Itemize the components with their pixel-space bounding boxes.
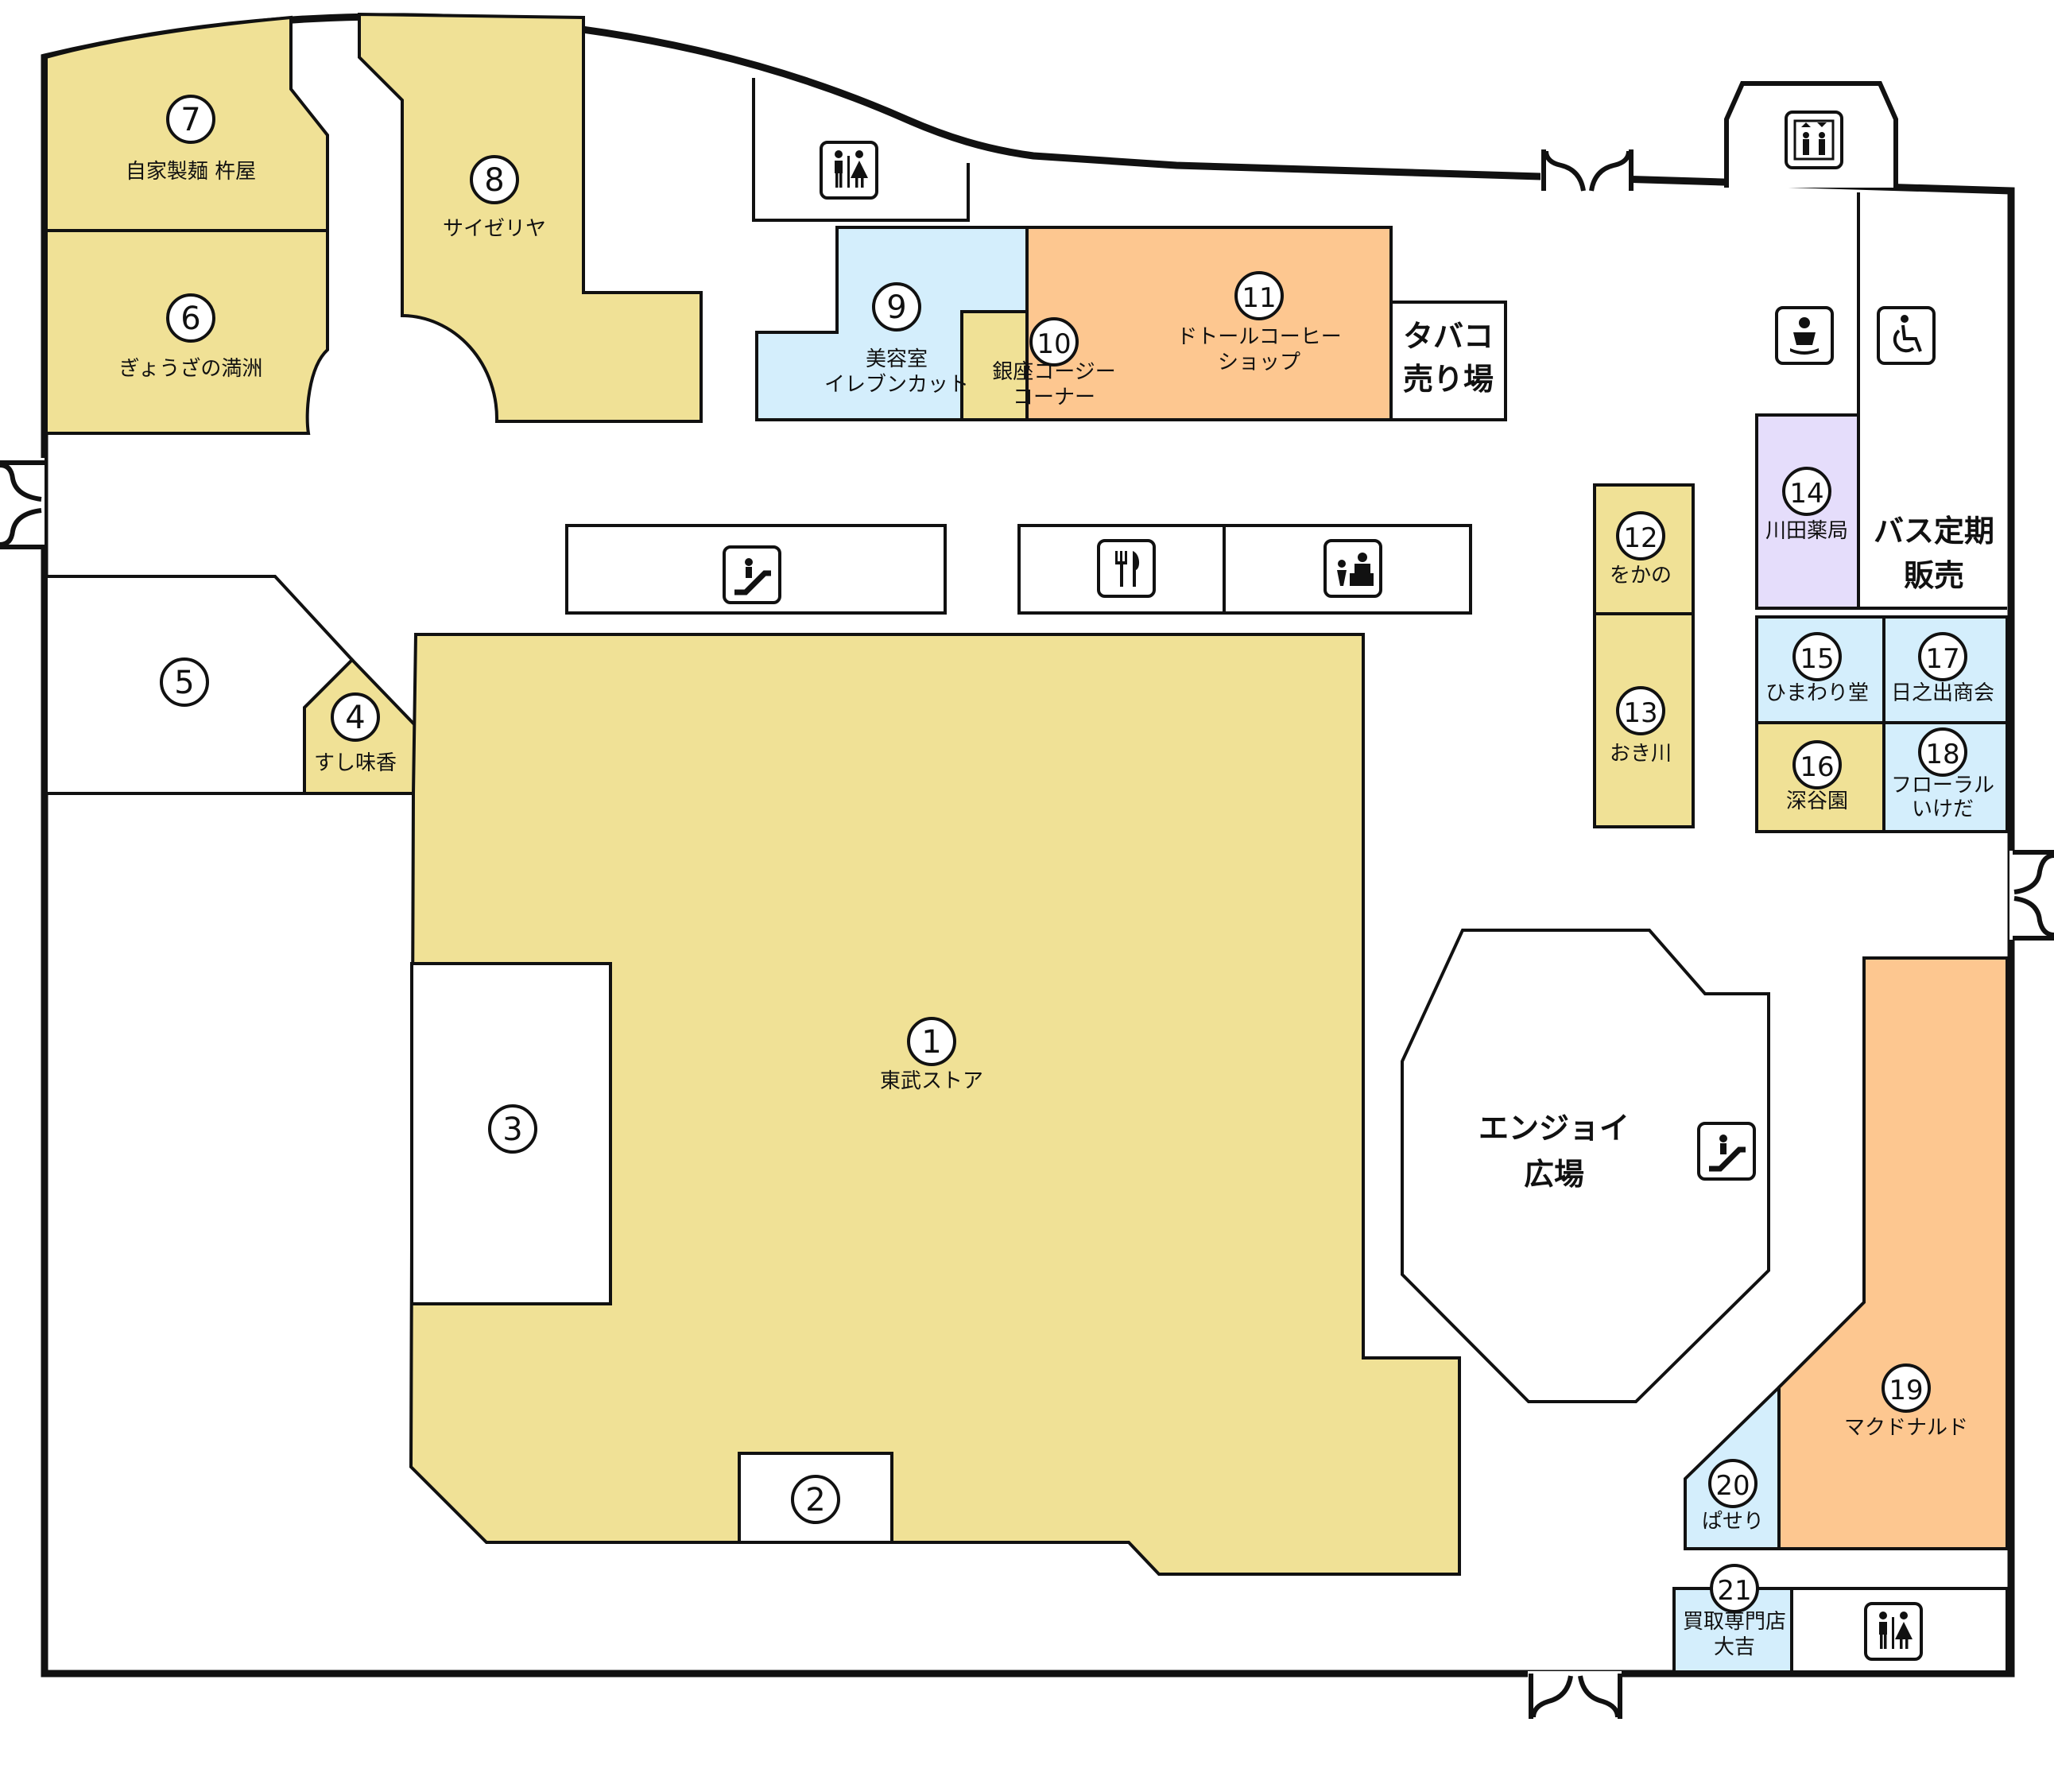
restroom-top bbox=[752, 78, 970, 222]
store-number-badge bbox=[1882, 1363, 1931, 1413]
store-name: マクドナルド bbox=[1844, 1416, 1968, 1440]
store-number-badge bbox=[1708, 1459, 1758, 1508]
store-number-badge bbox=[1234, 271, 1284, 320]
store-number: 19 bbox=[1889, 1375, 1923, 1406]
store-name: イレブンカット bbox=[824, 373, 969, 397]
info-desk-icon[interactable] bbox=[1323, 539, 1382, 598]
store-number: 1 bbox=[921, 1024, 941, 1061]
store-name: フローラル bbox=[1891, 774, 1994, 797]
store-number: 9 bbox=[886, 289, 906, 326]
store-number: 3 bbox=[502, 1111, 522, 1148]
elevator-housing bbox=[1724, 81, 1898, 188]
door-icon bbox=[0, 458, 45, 549]
store-number: 20 bbox=[1715, 1470, 1750, 1502]
store-number: 2 bbox=[805, 1482, 825, 1519]
store-number: 11 bbox=[1242, 282, 1276, 314]
store-name: おき川 bbox=[1610, 742, 1672, 766]
store-number: 6 bbox=[180, 301, 200, 337]
door-icon bbox=[1540, 149, 1634, 194]
store-number: 17 bbox=[1925, 643, 1959, 675]
restroom-icon[interactable] bbox=[820, 141, 878, 200]
store-name: 深谷園 bbox=[1786, 789, 1848, 813]
store-name: いけだ bbox=[1912, 797, 1974, 821]
store-name: 買取専門店 bbox=[1683, 1610, 1786, 1634]
escalator-area bbox=[565, 524, 947, 615]
store-name: 日之出商会 bbox=[1891, 681, 1994, 705]
store-number: 10 bbox=[1037, 328, 1071, 360]
restaurant-icon[interactable] bbox=[1097, 539, 1156, 598]
store-number-badge bbox=[1029, 317, 1079, 367]
restroom-icon[interactable] bbox=[1864, 1602, 1923, 1661]
elevator-icon[interactable] bbox=[1785, 111, 1843, 169]
store-name: をかの bbox=[1610, 564, 1672, 588]
baby-care-icon[interactable] bbox=[1775, 306, 1834, 365]
store-number: 5 bbox=[174, 665, 194, 701]
store-number-badge bbox=[160, 657, 209, 707]
store-number-badge bbox=[1792, 632, 1842, 681]
store-number-badge bbox=[166, 95, 215, 144]
store-name: 大吉 bbox=[1714, 1635, 1755, 1659]
store-name: コーナー bbox=[1013, 386, 1095, 409]
escalator-icon[interactable] bbox=[724, 547, 780, 603]
store-name: ショップ bbox=[1218, 351, 1300, 374]
tobacco-counter[interactable] bbox=[1389, 301, 1507, 421]
enjoy-plaza[interactable] bbox=[1401, 929, 1770, 1403]
store-8[interactable] bbox=[358, 12, 703, 423]
store-number: 12 bbox=[1623, 522, 1657, 554]
store-name: ドトールコーヒー bbox=[1176, 325, 1341, 349]
store-name: ぎょうざの満洲 bbox=[119, 357, 263, 381]
store-number-badge bbox=[1616, 511, 1665, 560]
store-11[interactable] bbox=[1025, 226, 1393, 421]
store-number-badge bbox=[1918, 632, 1967, 681]
store-number: 8 bbox=[484, 162, 504, 199]
store-number: 15 bbox=[1800, 643, 1834, 675]
store-number-badge bbox=[791, 1475, 840, 1524]
accessible-restroom-icon[interactable] bbox=[1877, 306, 1936, 365]
store-name: サイゼリヤ bbox=[443, 217, 546, 241]
store-number-badge bbox=[1616, 686, 1665, 735]
store-number-badge bbox=[1792, 740, 1842, 789]
store-number: 16 bbox=[1800, 751, 1834, 783]
store-number-badge bbox=[488, 1104, 537, 1154]
store-name: 東武ストア bbox=[880, 1069, 983, 1093]
store-number-badge bbox=[1710, 1564, 1759, 1613]
store-number-badge bbox=[907, 1017, 956, 1066]
store-number-badge bbox=[331, 692, 380, 742]
door-icon bbox=[2009, 850, 2054, 941]
store-number: 13 bbox=[1623, 697, 1657, 729]
store-name: ひまわり堂 bbox=[1765, 681, 1869, 705]
store-number: 4 bbox=[345, 700, 365, 736]
store-name: 美容室 bbox=[866, 347, 928, 371]
store-21[interactable] bbox=[1672, 1587, 1793, 1674]
store-name: 銀座コージー bbox=[992, 360, 1115, 384]
store-number-badge bbox=[872, 282, 921, 332]
store-name: 川田薬局 bbox=[1765, 519, 1848, 543]
store-number: 7 bbox=[180, 102, 200, 138]
store-number-badge bbox=[470, 155, 519, 204]
store-19[interactable] bbox=[1777, 956, 2009, 1550]
store-number: 18 bbox=[1925, 739, 1959, 770]
store-number: 21 bbox=[1717, 1575, 1751, 1607]
door-icon bbox=[1528, 1671, 1622, 1720]
store-number-badge bbox=[166, 293, 215, 343]
store-number-badge bbox=[1782, 467, 1831, 516]
store-number: 14 bbox=[1789, 478, 1823, 510]
store-number-badge bbox=[1918, 727, 1967, 777]
escalator-icon[interactable] bbox=[1699, 1123, 1754, 1179]
store-name: ぱせり bbox=[1702, 1510, 1764, 1534]
store-name: すし味香 bbox=[314, 751, 397, 775]
store-name: 自家製麺 杵屋 bbox=[126, 160, 256, 184]
